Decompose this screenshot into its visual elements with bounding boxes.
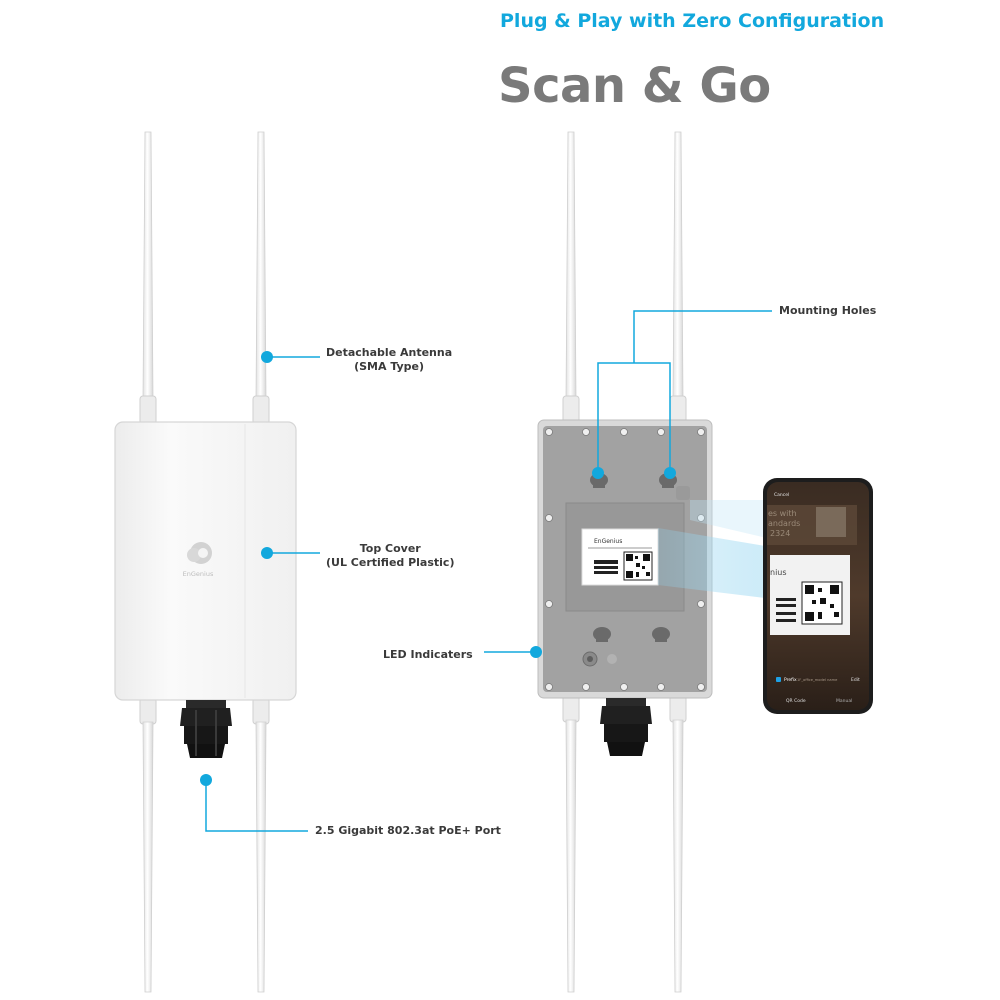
antenna-top-left <box>139 131 157 425</box>
front-device: EnGenius <box>114 131 297 993</box>
callout-mounting-text: Mounting Holes <box>779 304 877 317</box>
callout-port-text: 2.5 Gigabit 802.3at PoE+ Port <box>315 824 501 837</box>
callout-lines-left <box>200 351 320 832</box>
antenna-bottom-right <box>252 697 270 993</box>
phone-prefix-label: Prefix <box>784 677 797 683</box>
phone-label-brand: nius <box>770 568 787 577</box>
phone-qr-code <box>801 581 843 625</box>
phone-bg-text-1: es with <box>768 509 797 518</box>
screws <box>545 428 705 691</box>
phone-bg-text-3: 2324 <box>770 529 790 538</box>
callout-antenna: Detachable Antenna (SMA Type) <box>326 346 452 374</box>
device-label-qr <box>623 551 653 581</box>
callout-antenna-line2: (SMA Type) <box>354 360 425 373</box>
antenna-back-top-right <box>669 131 687 425</box>
callout-top-cover: Top Cover (UL Certified Plastic) <box>326 542 454 570</box>
callout-poe-port: 2.5 Gigabit 802.3at PoE+ Port <box>315 824 501 838</box>
callout-cover-line2: (UL Certified Plastic) <box>326 556 455 569</box>
headline: Plug & Play with Zero Configuration <box>500 10 885 32</box>
device-label: EnGenius <box>581 528 659 586</box>
phone-edit-button[interactable]: Edit <box>851 677 860 683</box>
poe-port-connector <box>180 700 232 758</box>
antenna-back-top-left <box>562 131 580 425</box>
back-device: EnGenius <box>537 131 713 993</box>
antenna-top-right <box>252 131 270 425</box>
brand-logo: EnGenius <box>183 542 214 578</box>
led-window <box>582 651 617 667</box>
brand-logo-text: EnGenius <box>183 570 214 578</box>
phone-bg-text-2: andards <box>768 519 800 528</box>
callout-led-text: LED Indicaters <box>383 648 473 661</box>
page-title: Scan & Go <box>498 58 771 114</box>
callout-led: LED Indicaters <box>383 648 473 662</box>
phone-tab-qr[interactable]: QR Code <box>786 698 806 704</box>
callout-cover-line1: Top Cover <box>359 542 421 555</box>
callout-mounting-holes: Mounting Holes <box>779 304 876 318</box>
antenna-back-bottom-right <box>669 693 687 993</box>
phone-cancel-button[interactable]: Cancel <box>774 492 789 498</box>
callout-lines-right <box>484 310 772 658</box>
phone-tab-manual[interactable]: Manual <box>836 698 852 704</box>
back-poe-connector <box>600 698 652 756</box>
antenna-back-bottom-left <box>562 693 580 993</box>
phone-prefix-input[interactable]: 1F_office_model name <box>797 678 838 682</box>
smartphone: Cancel es with andards 2324 nius Prefix … <box>763 478 873 714</box>
antenna-bottom-left <box>139 697 157 993</box>
device-label-brand: EnGenius <box>594 538 622 545</box>
callout-antenna-line1: Detachable Antenna <box>326 346 453 359</box>
